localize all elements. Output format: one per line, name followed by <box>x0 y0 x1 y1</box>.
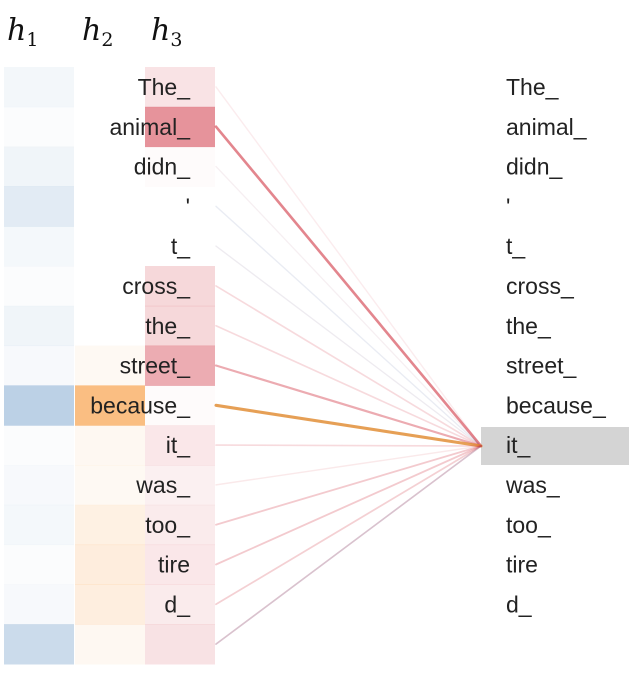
right-token[interactable]: too_ <box>506 512 552 538</box>
heat-cell-h3 <box>145 266 215 307</box>
heat-cell-h3 <box>145 67 215 108</box>
left-token[interactable]: it_ <box>166 432 192 458</box>
head-label-h2-name: h <box>82 13 101 48</box>
heat-cell-h3 <box>145 465 215 506</box>
head-label-h1[interactable]: h1 <box>7 13 38 51</box>
attention-edge-h1 <box>215 245 482 447</box>
heat-cell-h2 <box>75 385 145 426</box>
heat-cell-h2 <box>75 624 145 665</box>
right-token[interactable]: d_ <box>506 591 533 617</box>
head-label-h2-index: 2 <box>101 29 113 51</box>
attention-edge-h3 <box>215 86 482 447</box>
heat-cell-h3 <box>145 624 215 665</box>
heat-cell-h2 <box>75 345 145 386</box>
right-token[interactable]: the_ <box>506 313 552 339</box>
heat-cell-h1 <box>4 186 74 227</box>
left-token[interactable]: d_ <box>164 591 191 617</box>
right-token[interactable]: animal_ <box>506 114 588 140</box>
heat-cell-h2 <box>75 465 145 506</box>
left-token[interactable]: cross_ <box>122 273 191 299</box>
left-token-column: The_ animal_ didn_ ' t_ cross_ the_ street_beca… <box>90 74 191 617</box>
attention-edge-h3 <box>215 445 482 526</box>
left-token[interactable]: tire <box>158 552 190 578</box>
heat-cell-h1 <box>4 504 74 546</box>
right-token[interactable]: didn_ <box>506 154 563 180</box>
heat-cell-h1 <box>4 465 74 506</box>
right-token-column: The_ animal_ didn_ ' t_ cross_ the_ street_beca… <box>505 74 607 617</box>
right-token[interactable]: street_ <box>506 353 578 379</box>
left-token[interactable]: didn_ <box>134 154 191 180</box>
heat-column-h1 <box>4 67 74 665</box>
attention-edge-h3 <box>215 245 482 447</box>
heat-cell-h1 <box>4 305 74 347</box>
attention-edge-h3 <box>215 444 482 447</box>
head-label-h3-index: 3 <box>170 29 182 51</box>
heat-cell-h3 <box>145 345 215 386</box>
heat-cell-h3 <box>145 504 215 546</box>
heat-cell-h1 <box>4 545 74 585</box>
attention-edge-h1 <box>215 445 482 645</box>
attention-edge-h3 <box>215 165 482 447</box>
head-label-h1-name: h <box>7 13 26 48</box>
attention-edge-h3 <box>215 445 482 566</box>
heat-cell-h2 <box>75 584 145 625</box>
attention-edge-h1 <box>215 205 482 447</box>
heat-cell-h1 <box>4 107 74 147</box>
attention-edge-h3 <box>214 125 483 448</box>
attention-edge-h3 <box>214 364 483 448</box>
heat-cell-h3 <box>145 106 215 148</box>
right-token[interactable]: cross_ <box>506 273 575 299</box>
left-token[interactable]: The_ <box>138 74 192 100</box>
attention-edge-h3 <box>215 324 482 447</box>
attention-edge-h2 <box>214 403 483 448</box>
right-token[interactable]: The_ <box>506 74 560 100</box>
heat-cell-h1 <box>4 624 74 665</box>
heat-cell-h1 <box>4 425 74 465</box>
heat-column-h2 <box>75 345 145 665</box>
heat-column-h3 <box>145 67 215 665</box>
heat-cell-h1 <box>4 266 74 306</box>
left-token[interactable]: was_ <box>135 472 191 498</box>
right-token[interactable]: because_ <box>506 392 607 418</box>
head-label-h1-index: 1 <box>26 29 38 51</box>
heat-cell-h1 <box>4 385 74 426</box>
attention-edge-h3 <box>215 445 482 606</box>
heat-cell-h2 <box>75 504 145 546</box>
heat-cell-h3 <box>145 584 215 625</box>
attention-edge-h3 <box>215 285 482 447</box>
head-label-h3[interactable]: h3 <box>151 13 182 51</box>
right-token[interactable]: t_ <box>506 233 526 259</box>
heat-cell-h3 <box>145 425 215 466</box>
heat-cell-h1 <box>4 67 74 108</box>
heat-cell-h2 <box>75 425 145 466</box>
selected-token-highlight <box>481 427 629 465</box>
heat-cell-h1 <box>4 146 74 187</box>
right-token[interactable]: ' <box>506 193 510 219</box>
heat-cell-h1 <box>4 226 74 267</box>
selected-right-token[interactable]: it_ <box>506 432 532 458</box>
left-token[interactable]: too_ <box>145 512 191 538</box>
left-token[interactable]: animal_ <box>109 114 191 140</box>
heat-cell-h3 <box>145 544 215 585</box>
left-token[interactable]: t_ <box>171 233 191 259</box>
head-label-h3-name: h <box>151 13 170 48</box>
attention-edge-h3 <box>215 445 482 645</box>
attention-edges <box>214 86 483 645</box>
left-token[interactable]: street_ <box>120 353 192 379</box>
left-token[interactable]: ' <box>186 193 190 219</box>
head-label-h2[interactable]: h2 <box>82 13 113 51</box>
heat-cell-h3 <box>145 305 215 347</box>
attention-edge-h3 <box>215 445 482 486</box>
heat-cell-h2 <box>75 544 145 585</box>
head-labels: h1 h2 h3 <box>7 13 182 51</box>
right-token[interactable]: was_ <box>505 472 561 498</box>
left-token[interactable]: because_ <box>90 392 191 418</box>
left-token[interactable]: the_ <box>145 313 191 339</box>
heat-cell-h1 <box>4 345 74 386</box>
heat-cell-h1 <box>4 584 74 625</box>
right-token[interactable]: tire <box>506 552 538 578</box>
